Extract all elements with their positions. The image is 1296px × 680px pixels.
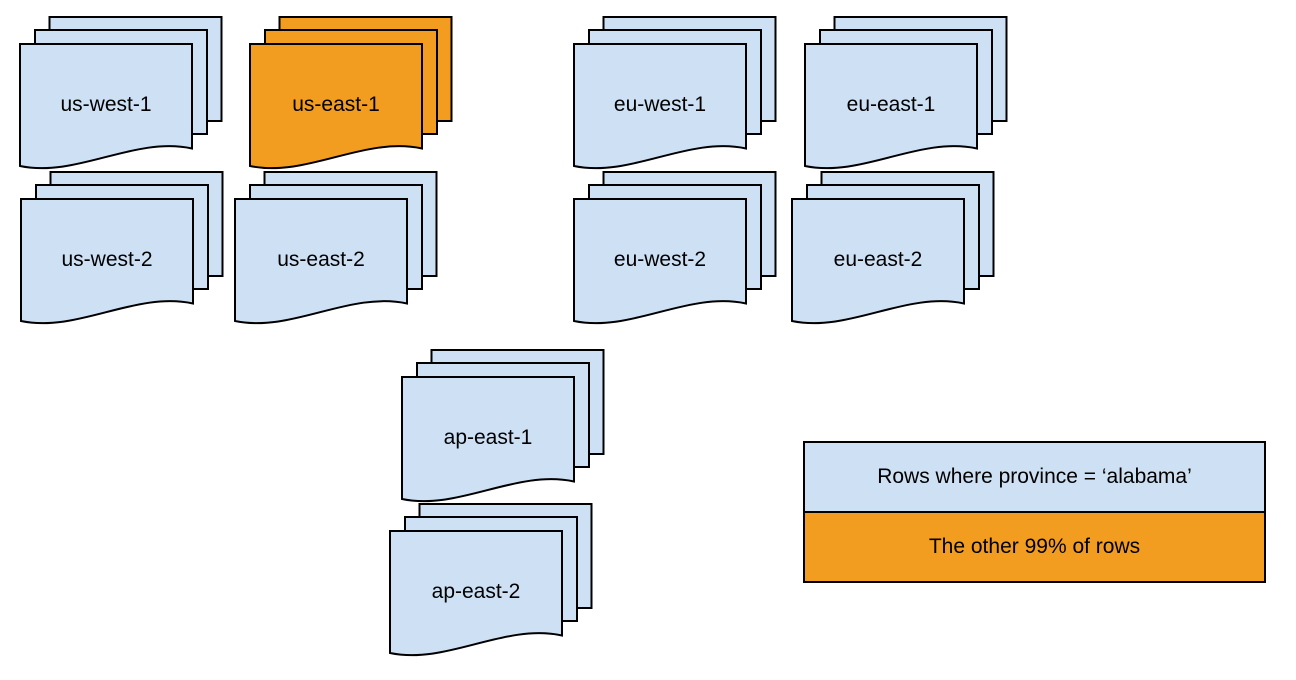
document-stack-icon: eu-east-2	[791, 171, 995, 325]
legend-row-province-alabama: Rows where province = ‘alabama’	[805, 443, 1264, 511]
legend-label-other-rows: The other 99% of rows	[928, 535, 1141, 558]
document-stack-icon: eu-west-1	[573, 16, 777, 170]
region-label: ap-east-1	[444, 426, 533, 449]
region-label: us-west-1	[60, 93, 151, 116]
stack-us-east-2: us-east-2	[234, 171, 438, 334]
stack-eu-west-2: eu-west-2	[573, 171, 777, 334]
stack-us-east-1: us-east-1	[249, 16, 453, 179]
document-stack-icon: eu-east-1	[804, 16, 1008, 170]
legend-row-other-rows: The other 99% of rows	[805, 511, 1264, 581]
legend-label-alabama: Rows where province = ‘alabama’	[877, 465, 1192, 488]
document-front-card	[804, 43, 978, 170]
stack-eu-east-1: eu-east-1	[804, 16, 1008, 179]
document-stack-icon: ap-east-1	[401, 349, 605, 503]
document-stack-icon: us-west-2	[20, 171, 224, 325]
document-stack-icon: us-east-2	[234, 171, 438, 325]
document-front-card	[573, 198, 747, 325]
stack-ap-east-1: ap-east-1	[401, 349, 605, 512]
region-label: ap-east-2	[432, 580, 521, 603]
document-front-card	[19, 43, 193, 170]
legend: Rows where province = ‘alabama’ The othe…	[803, 441, 1266, 583]
document-stack-icon: us-east-1	[249, 16, 453, 170]
region-label: eu-west-2	[614, 248, 706, 271]
region-label: us-east-1	[292, 93, 380, 116]
region-label: us-east-2	[277, 248, 365, 271]
document-front-card	[20, 198, 194, 325]
document-front-card	[791, 198, 965, 325]
stack-us-west-1: us-west-1	[19, 16, 223, 179]
document-stack-icon: ap-east-2	[389, 503, 593, 657]
stack-ap-east-2: ap-east-2	[389, 503, 593, 666]
stack-eu-west-1: eu-west-1	[573, 16, 777, 179]
document-front-card	[249, 43, 423, 170]
document-stack-icon: us-west-1	[19, 16, 223, 170]
stack-us-west-2: us-west-2	[20, 171, 224, 334]
document-front-card	[389, 530, 563, 657]
document-front-card	[573, 43, 747, 170]
region-label: us-west-2	[61, 248, 152, 271]
document-front-card	[401, 376, 575, 503]
stack-eu-east-2: eu-east-2	[791, 171, 995, 334]
document-front-card	[234, 198, 408, 325]
region-label: eu-west-1	[614, 93, 706, 116]
region-label: eu-east-2	[834, 248, 923, 271]
document-stack-icon: eu-west-2	[573, 171, 777, 325]
region-label: eu-east-1	[847, 93, 936, 116]
